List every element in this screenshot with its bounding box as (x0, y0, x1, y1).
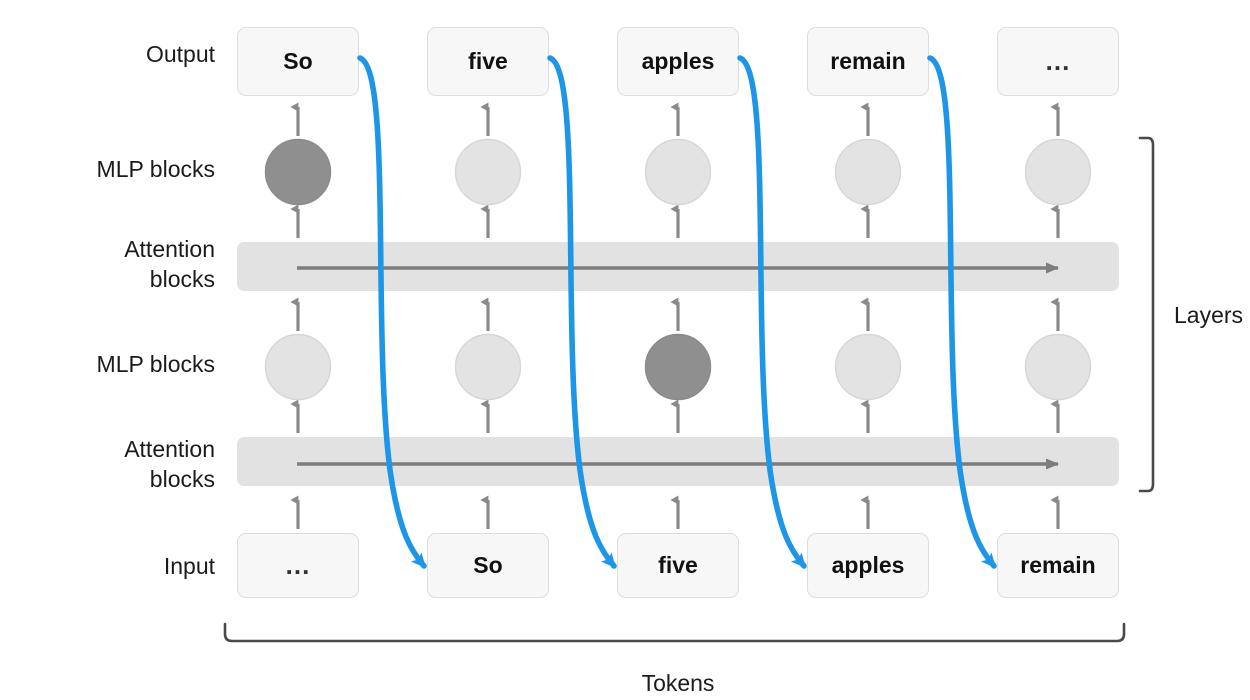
mlp-row-upper (264, 138, 1092, 206)
row-label-output: Output (145, 41, 215, 67)
feedback-arrow-1 (357, 55, 427, 569)
mlp-node-highlighted (264, 138, 332, 206)
feedback-arrow-4 (927, 55, 997, 569)
feedback-arrow-3 (737, 55, 807, 569)
feedback-arrow-2 (547, 55, 617, 569)
mlp-node (454, 333, 522, 401)
connector-arrows-input-to-attention-lower (290, 495, 1060, 529)
output-token-box-3[interactable]: apples (617, 27, 739, 96)
mlp-row-lower (264, 333, 1092, 401)
mlp-node (454, 138, 522, 206)
layers-bracket (1138, 136, 1155, 493)
connector-arrows-mlp-lower-to-attention-upper (290, 297, 1060, 331)
output-token-box-4[interactable]: remain (807, 27, 929, 96)
input-token-box-5[interactable]: remain (997, 533, 1119, 598)
layers-bracket-label: Layers (1174, 302, 1244, 328)
input-token-box-1[interactable]: … (237, 533, 359, 598)
output-token-box-5[interactable]: … (997, 27, 1119, 96)
mlp-node (834, 333, 902, 401)
connector-arrows-attention-lower-to-mlp-lower (290, 399, 1060, 433)
input-token-box-4[interactable]: apples (807, 533, 929, 598)
row-label-mlp-blocks-lower: MLP blocks (96, 351, 215, 377)
tokens-bracket-label: Tokens (641, 670, 715, 696)
row-label-mlp-blocks-upper: MLP blocks (96, 156, 215, 182)
mlp-node (1024, 333, 1092, 401)
row-label-attention-blocks-upper: Attention blocks (124, 236, 215, 292)
tokens-bracket (223, 622, 1126, 643)
attention-block-lower (237, 437, 1119, 486)
output-token-box-2[interactable]: five (427, 27, 549, 96)
connector-arrows-attention-upper-to-mlp-upper (290, 204, 1060, 238)
connector-arrows-mlp-upper-to-output (290, 102, 1060, 136)
row-label-input: Input (163, 553, 215, 579)
mlp-node (1024, 138, 1092, 206)
output-token-box-1[interactable]: So (237, 27, 359, 96)
mlp-node (264, 333, 332, 401)
mlp-node-highlighted (644, 333, 712, 401)
input-token-box-2[interactable]: So (427, 533, 549, 598)
input-token-box-3[interactable]: five (617, 533, 739, 598)
mlp-node (834, 138, 902, 206)
mlp-node (644, 138, 712, 206)
row-label-attention-blocks-lower: Attention blocks (124, 436, 215, 492)
attention-block-upper (237, 242, 1119, 291)
